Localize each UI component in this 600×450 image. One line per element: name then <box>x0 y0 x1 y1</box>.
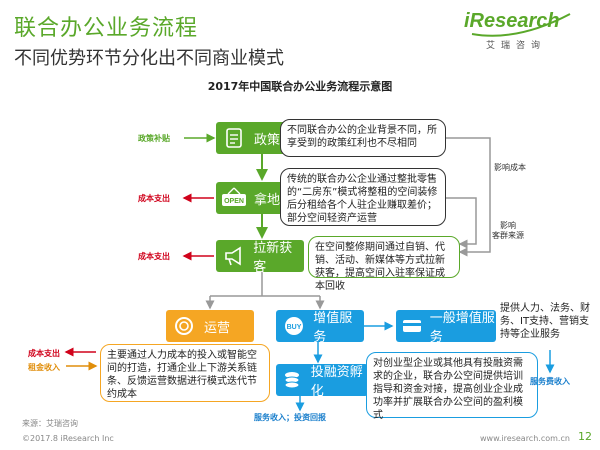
stage-operate-label: 运营 <box>204 320 231 336</box>
footer-source: 来源：艾瑞咨询 <box>22 419 78 428</box>
note-operate: 主要通过人力成本的投入或智能空间的打造，打通企业上下游关系链条、反馈运营数据进行… <box>100 344 270 402</box>
stage-acquire: 拉新获客 <box>216 240 304 275</box>
label-cost-expense-2: 成本支出 <box>138 252 170 261</box>
ring-icon <box>170 312 198 340</box>
logo-swoosh-icon <box>471 13 571 37</box>
label-service-fee-income: 服务费收入 <box>530 377 570 386</box>
page-number: 12 <box>578 430 592 443</box>
stage-general-service-label: 一般增值服务 <box>429 311 495 345</box>
card-icon <box>400 312 424 340</box>
svg-text:OPEN: OPEN <box>224 198 244 205</box>
stage-value-service: BUY 增值服务 <box>276 310 364 345</box>
stage-general-service: 一般增值服务 <box>396 310 496 345</box>
label-cost-expense-3: 成本支出 <box>28 349 60 358</box>
label-client-source: 客群来源 <box>492 231 524 240</box>
document-icon <box>220 124 248 152</box>
label-impact-cost: 影响成本 <box>494 163 526 172</box>
label-rent-income: 租金收入 <box>28 363 60 372</box>
note-policy: 不同联合办公的企业背景不同，所享受到的政策红利也不尽相同 <box>280 119 446 157</box>
svg-text:BUY: BUY <box>286 324 301 331</box>
stage-policy-label: 政策 <box>254 132 281 148</box>
page-subtitle: 不同优势环节分化出不同商业模式 <box>14 48 284 69</box>
label-impact: 影响 <box>500 221 516 230</box>
note-land: 传统的联合办公企业通过整批零售的“二房东”模式将整租的空间装修后分租给各个人驻企… <box>280 168 446 226</box>
label-cost-expense-1: 成本支出 <box>138 194 170 203</box>
label-service-invest-return: 服务收入；投资回报 <box>254 413 326 422</box>
note-general-service: 提供人力、法务、财务、IT支持、营销支持等企业服务 <box>500 303 590 340</box>
page-title: 联合办公业务流程 <box>14 16 199 41</box>
logo-wordmark: iResearch <box>464 10 560 32</box>
coins-icon <box>280 366 305 394</box>
diagram-title: 2017年中国联合办公业务流程示意图 <box>207 80 393 93</box>
footer-copyright: ©2017.8 iResearch Inc <box>22 434 114 443</box>
logo-subtitle: 艾瑞咨询 <box>486 41 547 51</box>
stage-land-label: 拿地 <box>254 192 281 208</box>
buy-tag-icon: BUY <box>280 312 307 340</box>
stage-value-service-label: 增值服务 <box>313 311 353 345</box>
iresearch-logo: iResearch 艾瑞咨询 <box>462 8 574 56</box>
footer-site: www.iresearch.com.cn <box>480 434 570 443</box>
stage-incubation-label: 投融资孵化 <box>310 365 363 399</box>
open-sign-icon: OPEN <box>220 184 248 212</box>
stage-acquire-label: 拉新获客 <box>253 241 293 275</box>
megaphone-icon <box>220 242 247 270</box>
stage-operate: 运营 <box>166 310 254 342</box>
label-policy-subsidy: 政策补贴 <box>138 134 170 143</box>
stage-incubation: 投融资孵化 <box>276 364 368 399</box>
note-incubation: 对创业型企业或其他具有投融资需求的企业，联合办公空间提供培训指导和资金对接，提高… <box>366 352 538 421</box>
note-acquire: 在空间整修期间通过自销、代销、活动、新媒体等方式拉新获客，提高空间入驻率保证成本… <box>308 236 460 292</box>
